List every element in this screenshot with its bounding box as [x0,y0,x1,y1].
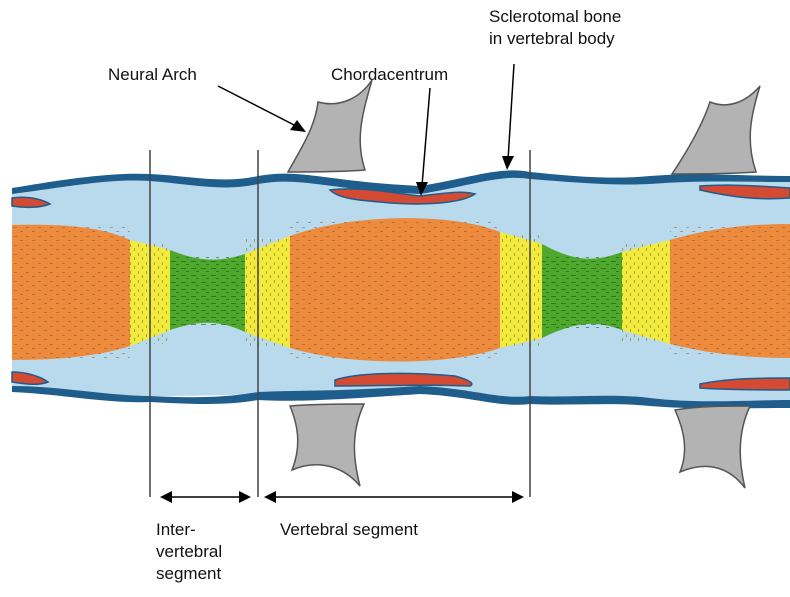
sclerotomal-bone-label-line1: Sclerotomal bone [489,6,621,28]
neural-arch-upper-right [672,86,760,174]
notochord-speckle-middle [290,220,500,362]
cartilage-texture-2 [245,238,290,346]
sclerotomal-arrow [502,64,514,170]
chordacentrum-label: Chordacentrum [331,64,448,86]
cartilage-texture-4 [622,242,670,342]
intervertebral-segment-label: Inter- vertebral segment [156,519,222,585]
intervertebral-label-line3: segment [156,563,222,585]
neural-arch-arrow [218,86,306,132]
neural-arch-lower-mid [290,404,364,486]
chordacentrum-lower-mid [335,373,472,386]
chordacentrum-arrow [416,88,430,196]
intervertebral-label-line1: Inter- [156,519,222,541]
intervertebral-label-line2: vertebral [156,541,222,563]
notochord-speckle-right [670,226,790,356]
disc-texture-right [542,256,622,328]
cartilage-texture-3 [500,234,542,346]
neural-arch-lower-right [675,406,750,488]
sclerotomal-bone-label: Sclerotomal bone in vertebral body [489,6,621,50]
neural-arch-label: Neural Arch [108,64,197,86]
sclerotomal-bone-label-line2: in vertebral body [489,28,621,50]
vertebral-span-arrow [264,491,524,503]
vertebral-segment-label: Vertebral segment [280,519,418,541]
disc-texture-left [170,256,245,326]
intervertebral-span-arrow [160,491,251,503]
notochord-speckle-left [12,226,130,358]
